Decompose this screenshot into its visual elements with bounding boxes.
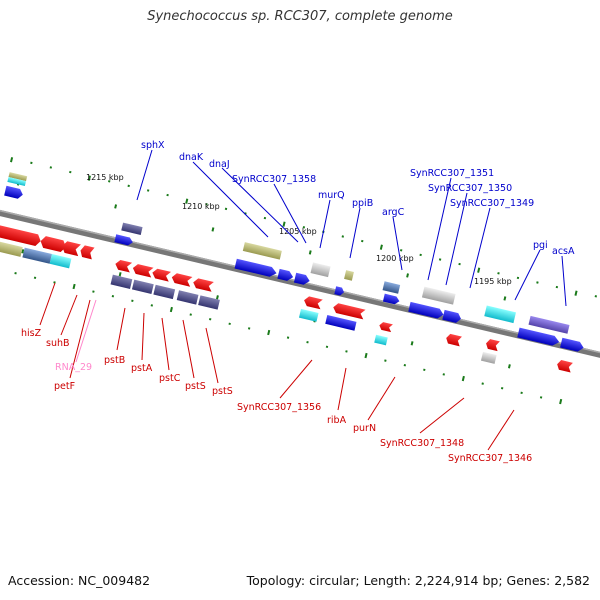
gene-arrow — [382, 293, 400, 305]
gene-pstS — [193, 278, 214, 292]
gene-label-argC: argC — [382, 207, 405, 218]
gene-label-petF: petF — [54, 381, 75, 392]
gene-dnaK — [242, 242, 282, 260]
scale-labels: 1215 kbp 1210 kbp 1205 kbp 1200 kbp 1195… — [86, 173, 512, 286]
gene-arrow — [486, 339, 500, 352]
gene-arrow — [80, 245, 95, 260]
gene-RNA_29 — [49, 254, 72, 269]
gene-arrow — [62, 241, 81, 257]
map-title: Synechococcus sp. RCC307, complete genom… — [147, 9, 453, 24]
gene-label-dnaJ: dnaJ — [209, 159, 230, 170]
genome-track — [0, 157, 600, 405]
gene-SynRCC307_1356 — [304, 296, 323, 310]
scale-label: 1195 kbp — [474, 277, 512, 286]
forward-genes — [4, 172, 584, 352]
gene-label-suhB: suhB — [46, 338, 70, 349]
gene-arrow — [560, 337, 584, 352]
gene-label-pstC: pstC — [159, 373, 181, 384]
gene-navy — [131, 279, 154, 295]
gene-cyan — [374, 334, 388, 346]
gene-pstB — [115, 259, 133, 273]
gene-ppiB — [344, 270, 354, 281]
gene-navy — [110, 274, 133, 289]
gene-arrow — [557, 360, 573, 373]
gene-label-pstA: pstA — [131, 363, 153, 374]
scale-label: 1205 kbp — [279, 227, 317, 236]
gene-cyan — [298, 308, 319, 322]
gene-label-SynRCC307_1351: SynRCC307_1351 — [410, 168, 494, 179]
gene-arrow — [517, 327, 560, 346]
gene-olive-top — [8, 172, 28, 182]
gene-label-RNA_29: RNA_29 — [55, 362, 92, 373]
genome-backbone — [0, 205, 600, 368]
gene-arrow — [334, 286, 344, 296]
gene-label-SynRCC307_1349: SynRCC307_1349 — [450, 198, 534, 209]
gene-label-hisZ: hisZ — [21, 328, 42, 339]
gene-arrow — [234, 258, 277, 277]
rna-leader-line — [75, 299, 97, 363]
topology-text: Topology: circular; Length: 2,224,914 bp… — [246, 573, 590, 588]
gene-argC — [382, 281, 401, 294]
gene-pgi — [484, 305, 516, 324]
gene-label-ribA: ribA — [327, 415, 347, 426]
gene-navy — [198, 295, 220, 310]
gene-arrow — [408, 301, 444, 319]
top-labels: sphX dnaK dnaJ SynRCC307_1358 murQ ppiB … — [141, 140, 575, 257]
gene-suhB — [0, 237, 23, 257]
gene-SynRCC307_1346 — [480, 351, 497, 364]
gene-label-pgi: pgi — [533, 240, 548, 251]
scale-label: 1210 kbp — [182, 202, 220, 211]
gene-acsA — [528, 315, 570, 334]
gene-label-pstS: pstS — [185, 381, 206, 392]
gene-arrow — [40, 236, 66, 252]
gene-label-SynRCC307_1358: SynRCC307_1358 — [232, 174, 316, 185]
gene-navy — [153, 284, 176, 300]
gene-petF — [22, 247, 52, 264]
gene-sphX — [121, 222, 143, 235]
gene-SynRCC307_1350 — [421, 286, 456, 305]
reverse-genes — [0, 222, 573, 373]
gene-label-SynRCC307_1350: SynRCC307_1350 — [428, 183, 512, 194]
gene-pstC — [152, 268, 172, 282]
gene-label-ppiB: ppiB — [352, 198, 373, 209]
gene-pstS — [171, 273, 193, 287]
bottom-leader-lines — [39, 282, 515, 451]
gene-arrow — [442, 309, 462, 323]
bottom-labels: hisZ suhB RNA_29 petF pstB pstA pstC pst… — [21, 328, 532, 464]
gene-label-acsA: acsA — [552, 246, 575, 257]
scale-label: 1215 kbp — [86, 173, 124, 182]
gene-blue — [325, 315, 357, 331]
gene-pstA — [132, 264, 154, 278]
gene-murQ — [310, 262, 331, 278]
gene-label-murQ: murQ — [318, 190, 345, 201]
gene-label-pstB: pstB — [104, 355, 125, 366]
top-leader-lines — [136, 149, 567, 307]
gene-label-purN: purN — [353, 423, 376, 434]
gene-navy — [176, 290, 199, 305]
gene-label-SynRCC307_1346: SynRCC307_1346 — [448, 453, 532, 464]
gene-label-sphX: sphX — [141, 140, 165, 151]
scale-label: 1200 kbp — [376, 254, 414, 263]
gene-arrow — [114, 234, 133, 246]
gene-arrow — [293, 272, 310, 285]
gene-label-pstS-2: pstS — [212, 386, 233, 397]
gene-arrow — [4, 185, 23, 199]
gene-arrow — [277, 268, 294, 281]
tick-marks-bottom — [14, 271, 563, 405]
tick-marks-inner — [16, 181, 511, 369]
gene-cyan-top — [7, 176, 27, 186]
gene-hisZ — [0, 222, 41, 247]
gene-ribA — [333, 303, 366, 320]
accession-text: Accession: NC_009482 — [8, 573, 151, 588]
gene-purN — [379, 322, 393, 333]
gene-label-SynRCC307_1348: SynRCC307_1348 — [380, 438, 464, 449]
gene-label-SynRCC307_1356: SynRCC307_1356 — [237, 402, 321, 413]
gene-SynRCC307_1348 — [446, 333, 462, 347]
gene-label-dnaK: dnaK — [179, 152, 204, 163]
